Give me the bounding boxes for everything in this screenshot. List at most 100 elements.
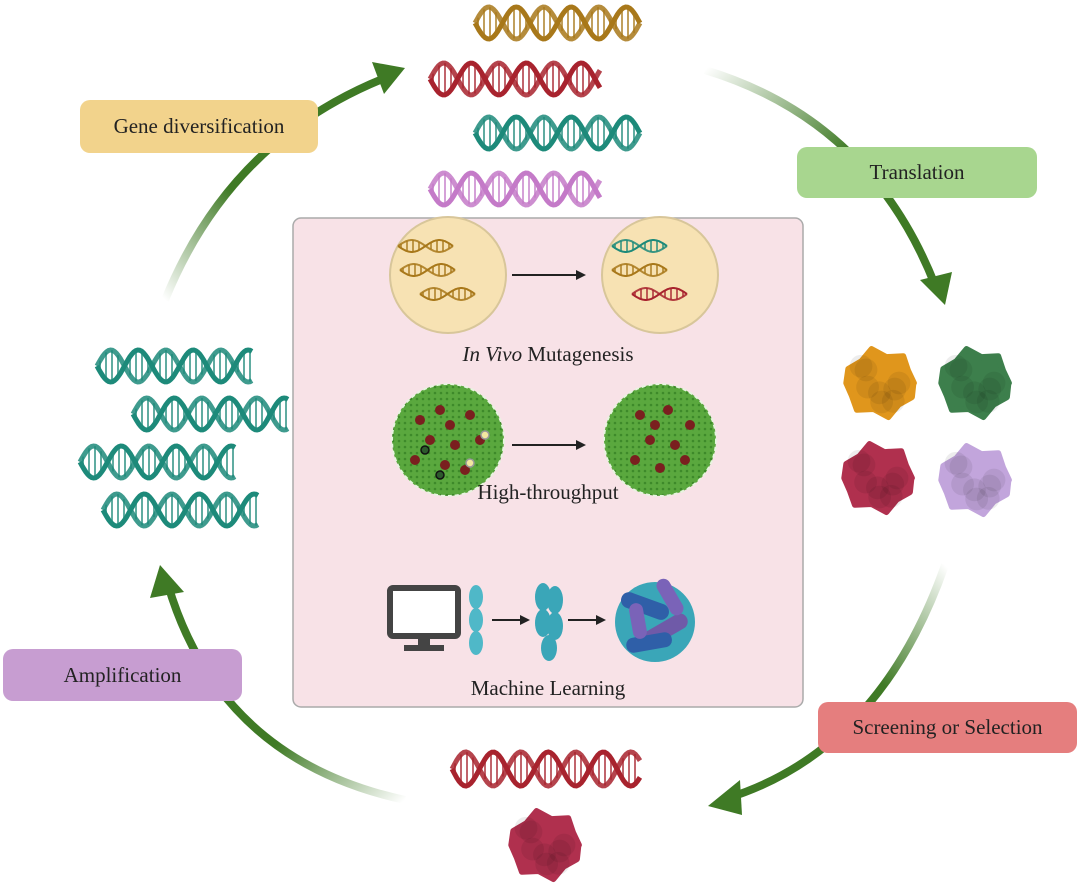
protein-texture [885,466,909,490]
arrow-right-icon [520,615,530,625]
dna-helix-icon [77,443,237,481]
protein-orange [843,346,917,420]
protein-body [938,443,1012,517]
machine-learning-figure [387,578,695,662]
monitor-neck [418,636,430,646]
protein-texture [976,389,1000,413]
protein-texture [854,470,877,494]
dna-strand [130,395,290,433]
protein-texture [978,377,1002,401]
methods-panel [292,217,804,708]
arrow-amplification [164,583,406,804]
plate-after [603,383,717,497]
dna-helix-icon [449,749,643,789]
protein-body [841,441,915,515]
high-throughput-label: High-throughput [477,480,619,504]
step-translation: Translation [797,147,1037,198]
dna-helix-icon [611,239,668,253]
protein-texture [868,381,891,405]
arrowhead-diversification [372,62,405,94]
arrow-right-icon [596,615,606,625]
protein-texture [854,358,878,382]
dna-strand [94,347,254,385]
step-amplification: Amplification [3,649,242,701]
in-vivo-mutagenesis-label: In Vivo Mutagenesis [398,342,698,367]
protein-texture [519,820,543,844]
colony-dot [435,470,445,480]
protein-texture [879,484,903,508]
dna-helix-icon [100,491,260,529]
dna-helix-icon [419,287,476,301]
dna-helix-icon [611,263,668,277]
dna-helices [77,4,688,789]
protein-texture [868,485,892,509]
protein-texture [949,455,973,479]
protein-variants [410,346,1012,882]
dna-helix-icon [399,263,456,277]
protein-lavender [938,443,1012,517]
mutagenesis-text: Mutagenesis [522,342,634,366]
colony-dot [680,455,690,465]
protein-texture [944,354,968,378]
protein-texture [847,449,871,473]
dna-helix-icon [130,395,290,433]
protein-fragment-medium [535,583,563,661]
in-vivo-italic: In Vivo [462,342,523,366]
protein-texture [514,816,538,840]
protein-texture [870,390,894,414]
plate-before [391,383,505,497]
protein-texture [856,375,879,399]
dna-strand [427,170,603,208]
computer-monitor-icon [387,585,461,639]
colony-dot [465,410,475,420]
dna-strand [77,443,237,481]
dna-helix-icon [427,60,603,98]
colony-dot [630,455,640,465]
dna-strand [419,287,476,301]
colony-dot [480,430,490,440]
colony-dot [450,440,460,450]
protein-texture [982,468,1006,492]
step-gene-diversification: Gene diversification [80,100,318,153]
colony-dot [663,405,673,415]
protein-texture [976,486,1000,510]
dna-strand [399,263,456,277]
colony-dot [655,463,665,473]
dna-helix-icon [397,239,454,253]
protein-texture [548,839,572,863]
colony-dot [440,460,450,470]
protein-texture [521,837,544,861]
protein-texture [533,843,556,867]
protein-texture [883,377,907,401]
dna-strand [77,443,237,481]
step-screening-selection: Screening or Selection [818,702,1077,753]
protein-texture [849,354,873,378]
dna-helix-icon [631,287,688,301]
protein-texture [963,478,986,502]
protein-texture [887,371,911,395]
folded-protein-icon [615,578,695,662]
dna-strand [611,263,668,277]
protein-crimson [841,441,915,515]
protein-body [508,808,582,882]
protein-body [843,346,917,420]
arrowhead-screening [708,780,742,815]
protein-texture [949,358,973,382]
protein-fragment-small [469,585,483,655]
colony-dot [650,420,660,430]
arrowhead-amplification [150,565,184,598]
arrow-right-icon [576,270,586,280]
dna-strand [397,239,454,253]
dna-strand [472,4,643,42]
protein-texture [546,851,570,875]
dna-strand [100,491,260,529]
dna-strand [611,239,668,253]
protein-texture [951,375,974,399]
dna-strand [449,749,643,789]
colony-dot [410,455,420,465]
colony-dot [415,415,425,425]
protein-texture [965,487,989,511]
dna-helix-icon [472,114,643,152]
dna-strand [427,60,603,98]
